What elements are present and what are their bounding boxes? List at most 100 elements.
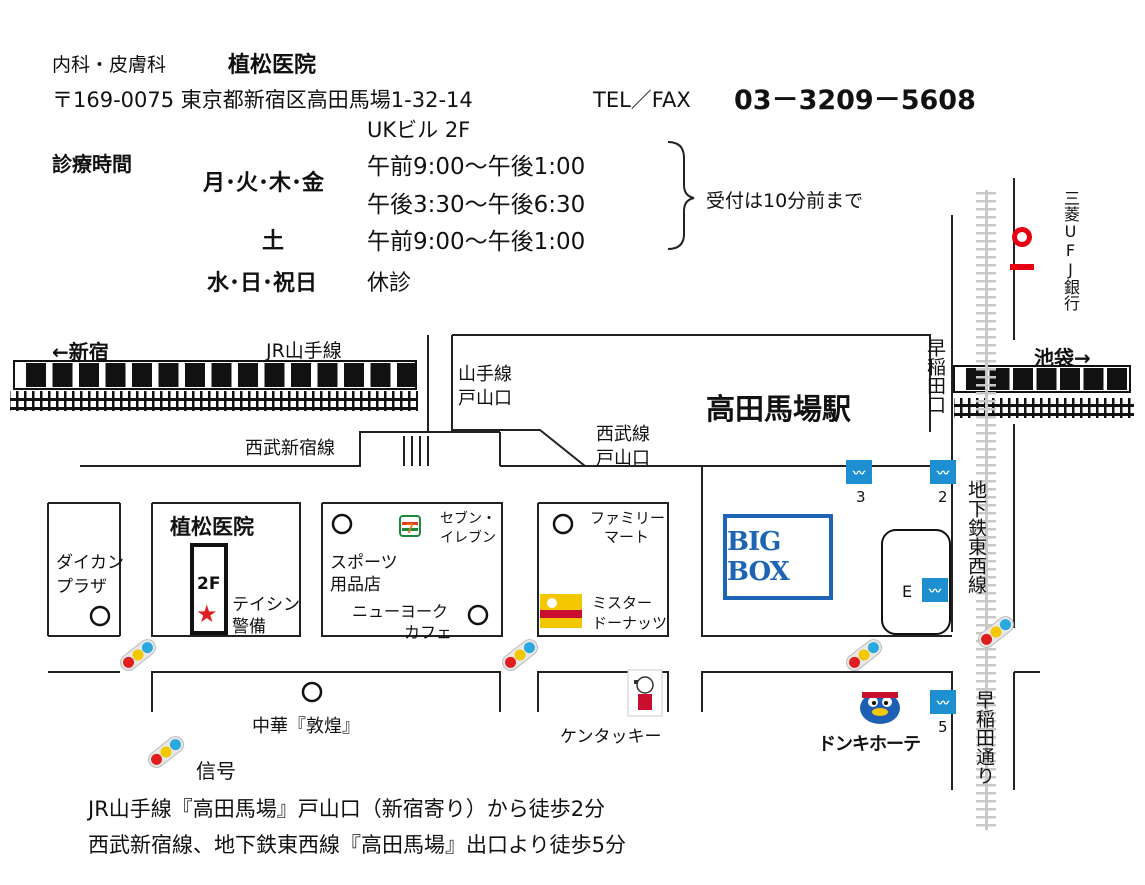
misdo-label-1: ミスター [592,594,653,612]
seven-label-1: セブン・ [440,511,496,527]
jr-line-left-track [10,360,418,411]
track-block [105,363,126,387]
track-block [291,363,311,387]
exit-3-number: 3 [856,488,866,506]
seven-label-2: イレブン [440,530,496,546]
familymart-label-1: ファミリー [590,509,666,527]
teishin-label-2: 警備 [232,617,266,637]
jr-line-right-track [953,365,1134,418]
traffic-signals [120,616,1014,768]
hours-title: 診療時間 [52,152,132,176]
sports-shop-marker [331,513,353,535]
kfc-label: ケンタッキー [560,727,662,747]
donki-label: ドンキホーテ [818,734,921,755]
access-seibu-tozai: 西武新宿線、地下鉄東西線『高田馬場』出口より徒歩5分 [88,833,626,857]
track-block [52,363,73,387]
metro-glyph: 〰 [928,583,941,598]
hours-saturday-am: 午前9:00～午後1:00 [367,229,586,255]
sports-label-1: スポーツ [330,553,398,573]
ny-cafe-label-2: カフェ [404,623,453,642]
hours-days-closed: 水･日･祝日 [207,271,318,296]
signal-legend-label: 信号 [196,759,236,783]
kfc-logo [627,669,663,717]
track-block [238,363,258,387]
daikan-plaza-marker [89,605,111,627]
seibu-gate-marks [403,436,429,466]
track-block [264,363,285,387]
to-ikebukuro-label: 池袋→ [1034,346,1091,370]
clinic-name: 植松医院 [228,53,317,78]
building-name: UKビル 2F [367,118,471,142]
traffic-signal-icon [846,639,882,671]
hours-days-weekday: 月･火･木･金 [203,171,325,196]
daikan-label-1: ダイカン [56,553,124,573]
exit-2-number: 2 [938,488,948,506]
familymart-marker [552,513,574,535]
traffic-signal-icon [502,639,538,671]
traffic-signal-icon [120,639,156,671]
seibu-line-label: 西武新宿線 [245,438,335,459]
bigbox-label: BIG BOX [727,527,790,587]
metro-exit-2-icon: 〰 [930,460,956,484]
daikan-label-2: プラザ [56,577,107,597]
clinic-star-icon: ★ [196,600,218,628]
track-block [1036,368,1057,390]
hours-days-saturday: 土 [262,229,285,254]
metro-exit-5-icon: 〰 [930,690,956,714]
clinic-specialty: 内科・皮膚科 [52,54,167,76]
track-block [1060,368,1080,390]
metro-glyph: 〰 [936,695,949,710]
mister-donut-logo [540,594,582,628]
track-block [370,363,391,387]
exit-e-letter: E [902,582,913,601]
track-block [211,363,232,387]
hours-weekday-pm: 午後3:30～午後6:30 [367,192,586,218]
ny-cafe-marker [467,604,489,626]
ny-cafe-label-1: ニューヨーク [352,602,449,621]
reception-note: 受付は10分前まで [706,190,864,212]
metro-exit-e-icon: 〰 [922,578,948,602]
teishin-label-1: テイシン [232,595,300,615]
tel-label: TEL／FAX [593,88,691,112]
yamanote-exit-label-2: 戸山口 [458,388,512,409]
exit-e-box [881,529,951,635]
to-shinjuku-label: ←新宿 [52,340,109,364]
donki-mascot [860,692,900,724]
track-block [185,363,205,387]
seibu-exit-label-2: 戸山口 [596,448,650,469]
track-block [26,363,46,387]
mufg-label: 三菱UFJ銀行 [1061,190,1080,311]
yamanote-exit-label-1: 山手線 [458,364,512,385]
seven-eleven-logo: 7 [399,515,421,537]
clinic-map-label: 植松医院 [170,515,254,539]
track-block [344,363,364,387]
hours-weekday-am: 午前9:00～午後1:00 [367,154,586,180]
metro-glyph: 〰 [852,465,865,480]
tozai-line-track [976,190,996,830]
seibu-exit-label-1: 西武線 [596,424,650,445]
mufg-logo [1010,227,1034,270]
sports-label-2: 用品店 [330,575,381,595]
metro-glyph: 〰 [936,465,949,480]
track-block [1083,368,1104,390]
misdo-label-2: ドーナッツ [592,614,668,632]
svg-text:7: 7 [406,520,414,536]
track-block [1013,368,1033,390]
track-block [1107,368,1127,390]
track-block [158,363,179,387]
streets [47,178,1040,790]
track-block [79,363,99,387]
traffic-signal-icon [978,616,1014,648]
clinic-building-marker[interactable] [190,543,228,635]
bigbox-building[interactable]: BIG BOX [723,514,833,600]
chuka-tonkou-marker [301,681,323,703]
track-block [132,363,152,387]
landmark-circles [89,513,574,703]
clinic-address: 〒169-0075 東京都新宿区高田馬場1-32-14 [52,88,473,112]
tel-number[interactable]: 03－3209－5608 [734,85,976,116]
familymart-label-2: マート [604,528,650,546]
clinic-floor-label: 2F [197,574,221,594]
chuka-label: 中華『敦煌』 [252,716,360,737]
metro-exit-3-icon: 〰 [846,460,872,484]
